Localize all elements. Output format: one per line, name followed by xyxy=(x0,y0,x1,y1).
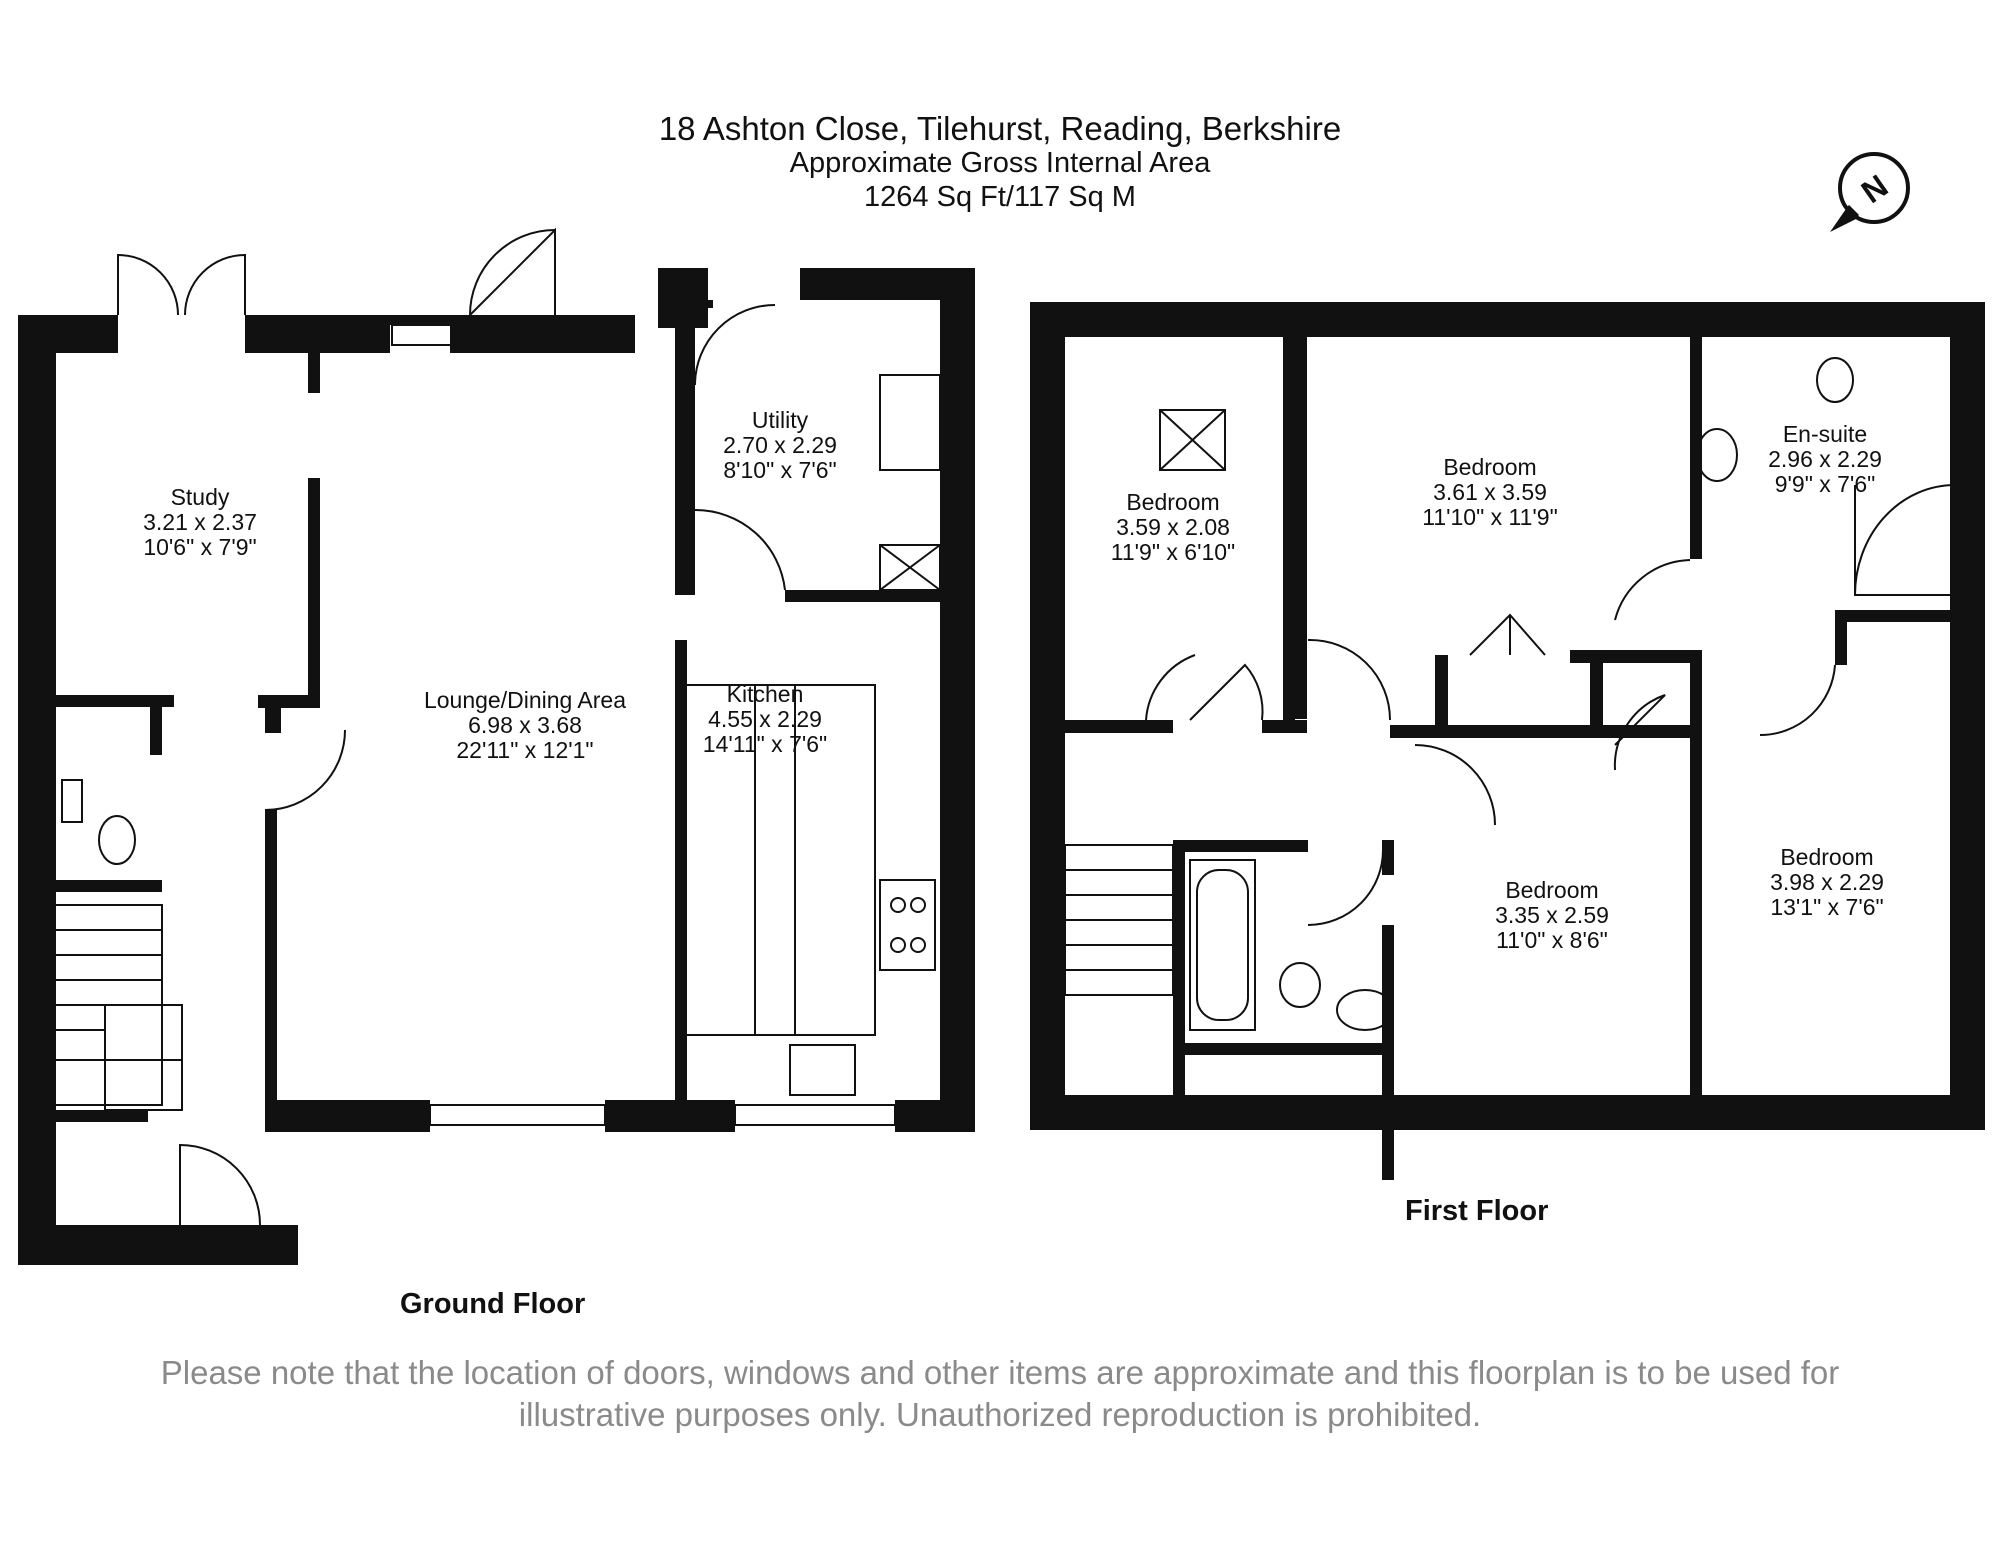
room-imperial: 11'0" x 8'6" xyxy=(1496,927,1608,953)
room-name: Bedroom xyxy=(1126,489,1220,515)
disclaimer-line-1: Please note that the location of doors, … xyxy=(160,1354,1840,1391)
ground-floor-plan xyxy=(18,227,975,1265)
plan-header: 18 Ashton Close, Tilehurst, Reading, Ber… xyxy=(500,112,1500,214)
room-name: Bedroom xyxy=(1780,844,1874,870)
ground-floor-label: Ground Floor xyxy=(400,1288,586,1320)
room-metric: 6.98 x 3.68 xyxy=(468,712,582,738)
room-metric: 3.35 x 2.59 xyxy=(1495,902,1609,928)
room-bedroom-2: Bedroom 3.61 x 3.59 11'10" x 11'9" xyxy=(1370,455,1610,530)
room-metric: 2.96 x 2.29 xyxy=(1768,446,1882,472)
room-metric: 3.61 x 3.59 xyxy=(1433,479,1547,505)
first-floor-plan xyxy=(1030,302,1985,1180)
room-en-suite: En-suite 2.96 x 2.29 9'9" x 7'6" xyxy=(1705,422,1945,497)
room-metric: 3.98 x 2.29 xyxy=(1770,869,1884,895)
room-bedroom-4: Bedroom 3.98 x 2.29 13'1" x 7'6" xyxy=(1707,845,1947,920)
room-bedroom-1: Bedroom 3.59 x 2.08 11'9" x 6'10" xyxy=(1053,490,1293,565)
room-name: En-suite xyxy=(1782,421,1868,447)
room-metric: 3.21 x 2.37 xyxy=(143,509,257,535)
gross-area-value: 1264 Sq Ft/117 Sq M xyxy=(864,181,1136,213)
room-bedroom-3: Bedroom 3.35 x 2.59 11'0" x 8'6" xyxy=(1432,878,1672,953)
room-imperial: 10'6" x 7'9" xyxy=(143,534,257,560)
room-imperial: 11'9" x 6'10" xyxy=(1110,539,1236,565)
disclaimer-line-2: illustrative purposes only. Unauthorized… xyxy=(518,1396,1482,1433)
room-name: Utility xyxy=(751,407,809,433)
room-imperial: 9'9" x 7'6" xyxy=(1774,471,1876,497)
room-metric: 4.55 x 2.29 xyxy=(708,706,822,732)
property-address: 18 Ashton Close, Tilehurst, Reading, Ber… xyxy=(658,110,1342,147)
room-name: Bedroom xyxy=(1443,454,1537,480)
north-arrow-icon: N xyxy=(1830,152,1910,232)
room-metric: 2.70 x 2.29 xyxy=(723,432,837,458)
room-kitchen: Kitchen 4.55 x 2.29 14'11" x 7'6" xyxy=(645,682,885,757)
north-letter: N xyxy=(1855,167,1895,210)
disclaimer: Please note that the location of doors, … xyxy=(100,1352,1900,1436)
room-utility: Utility 2.70 x 2.29 8'10" x 7'6" xyxy=(660,408,900,483)
room-imperial: 14'11" x 7'6" xyxy=(702,731,828,757)
room-imperial: 13'1" x 7'6" xyxy=(1770,894,1884,920)
room-imperial: 8'10" x 7'6" xyxy=(723,457,837,483)
room-name: Lounge/Dining Area xyxy=(423,687,627,713)
room-imperial: 22'11" x 12'1" xyxy=(456,737,594,763)
gross-area-label: Approximate Gross Internal Area xyxy=(789,147,1211,179)
first-floor-label: First Floor xyxy=(1405,1195,1549,1227)
room-study: Study 3.21 x 2.37 10'6" x 7'9" xyxy=(80,485,320,560)
room-imperial: 11'10" x 11'9" xyxy=(1422,504,1558,530)
room-name: Kitchen xyxy=(726,681,804,707)
room-name: Bedroom xyxy=(1505,877,1599,903)
room-lounge-dining: Lounge/Dining Area 6.98 x 3.68 22'11" x … xyxy=(375,688,675,763)
room-metric: 3.59 x 2.08 xyxy=(1116,514,1230,540)
room-name: Study xyxy=(170,484,230,510)
